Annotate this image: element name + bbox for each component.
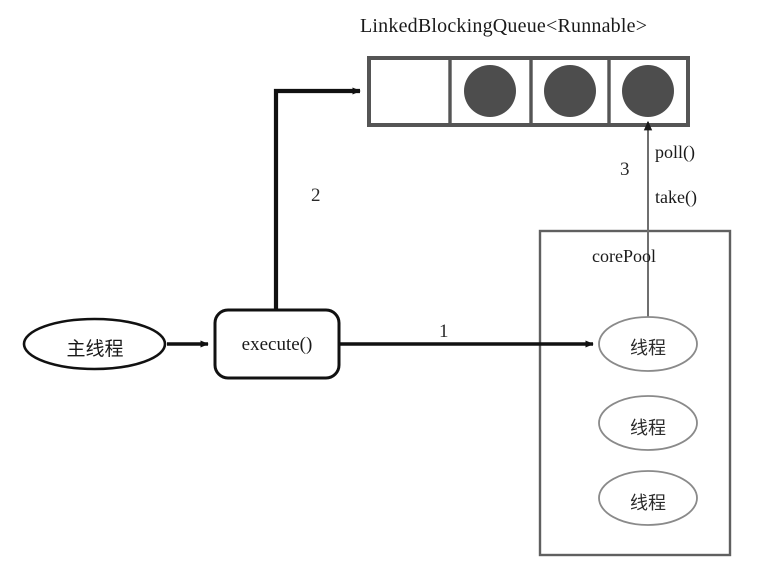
queue-task-circle [464,65,516,117]
queue-task-circle [544,65,596,117]
worker-thread-ellipse [598,395,698,451]
step-label-2: 2 [311,185,321,206]
poll-method-label: poll() [655,142,695,162]
queue-task-circle [622,65,674,117]
queue-title: LinkedBlockingQueue<Runnable> [360,15,648,37]
step-label-1: 1 [439,321,449,342]
main-thread-label: 主线程 [66,339,124,360]
execute-label: execute() [241,334,313,355]
arrow-enqueue-step2 [273,87,361,310]
queue-container [367,56,690,127]
worker-thread-label: 线程 [630,493,666,513]
take-method-label: take() [655,187,697,207]
worker-thread-label: 线程 [630,338,666,358]
step-label-3: 3 [620,159,630,180]
worker-thread-label: 线程 [630,418,666,438]
worker-thread-ellipse [598,316,698,372]
main-thread-ellipse [22,317,167,371]
core-pool-label: corePool [592,246,656,266]
worker-thread-ellipse [598,470,698,526]
